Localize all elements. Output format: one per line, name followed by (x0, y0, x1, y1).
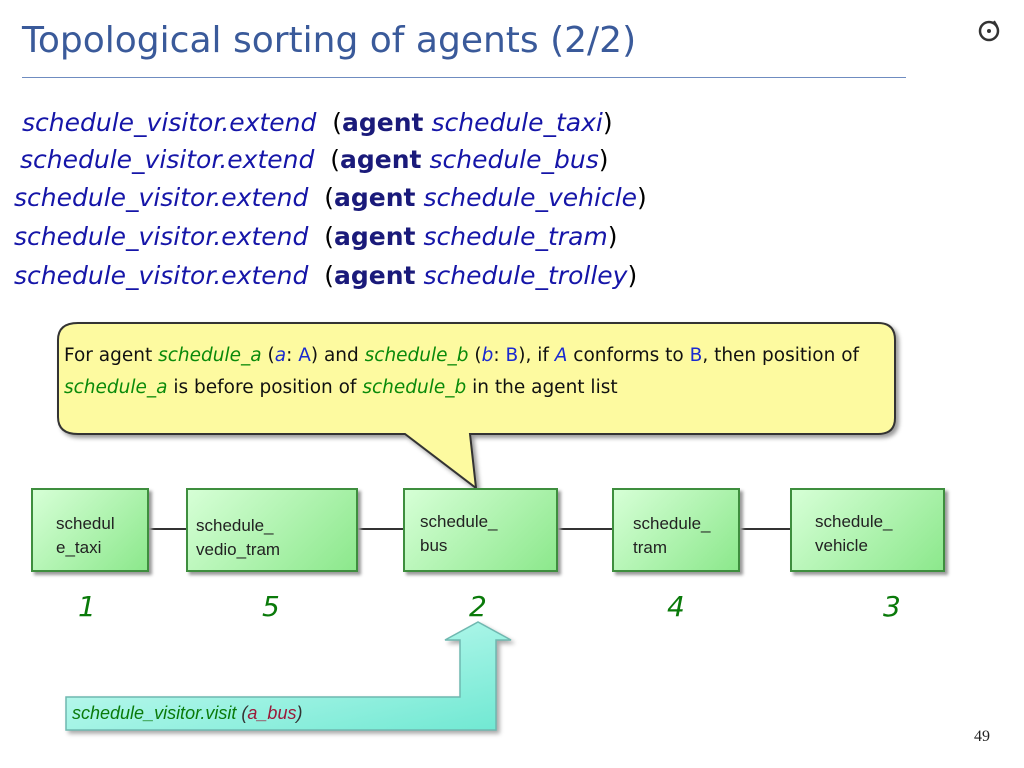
agent-list-item-label: schedule_ vehicle (815, 510, 893, 558)
agent-list-item-label: schedule_ bus (420, 510, 498, 558)
code-call: schedule_visitor.extend (20, 145, 315, 174)
code-arg: schedule_tram (423, 222, 608, 251)
callout-text: For agent schedule_a (a: A) and schedule… (64, 340, 884, 404)
agent-label-line: schedule_ (633, 514, 711, 533)
code-line-5: schedule_visitor.extend (agent schedule_… (14, 261, 637, 290)
callout-fragment: is before position of (167, 377, 363, 398)
code-paren: ( (324, 183, 335, 212)
agent-label-line: bus (420, 536, 448, 555)
callout-fragment: , then position of (702, 345, 860, 366)
code-call: schedule_visitor.extend (14, 222, 309, 251)
code-line-1: schedule_visitor.extend (agent schedule_… (22, 108, 613, 137)
code-line-4: schedule_visitor.extend (agent schedule_… (14, 222, 618, 251)
agent-list-item (186, 488, 358, 572)
visit-call: schedule_visitor.visit (72, 703, 237, 723)
code-paren: ) (598, 145, 609, 174)
code-paren: ) (627, 261, 638, 290)
callout-fragment: ), if (518, 345, 555, 366)
agent-label-line: schedule_ (420, 512, 498, 531)
agent-list-item-label: schedule_ vedio_tram (196, 514, 280, 562)
callout-agent: schedule_a (158, 345, 262, 366)
eiffel-logo-icon (978, 20, 1000, 42)
agent-list-item-label: schedul e_taxi (56, 512, 115, 560)
code-paren: ) (607, 222, 618, 251)
callout-type: B (689, 345, 703, 366)
visit-paren: ( (236, 703, 248, 723)
agent-list-item (790, 488, 945, 572)
agent-label-line: schedule_ (815, 512, 893, 531)
agent-label-line: vedio_tram (196, 540, 281, 559)
visit-arg: a_bus (247, 703, 297, 723)
agent-index: 4 (667, 590, 685, 623)
code-arg: schedule_taxi (431, 108, 603, 137)
code-line-2: schedule_visitor.extend (agent schedule_… (20, 145, 609, 174)
callout-var: a (274, 345, 287, 366)
list-connector (149, 528, 186, 530)
code-keyword: agent (334, 261, 416, 290)
code-keyword: agent (334, 183, 416, 212)
callout-fragment: : (286, 345, 299, 366)
code-keyword: agent (342, 108, 424, 137)
callout-type: B (505, 345, 519, 366)
code-arg: schedule_bus (429, 145, 599, 174)
callout-fragment: conforms to (567, 345, 690, 366)
slide-title: Topological sorting of agents (2/2) (22, 20, 637, 61)
callout-fragment: : (493, 345, 506, 366)
callout-fragment: ( (468, 345, 482, 366)
agent-index: 1 (78, 590, 96, 623)
agent-index: 5 (262, 590, 280, 623)
page-number: 49 (974, 728, 990, 745)
callout-bubble (57, 322, 896, 491)
list-connector (358, 528, 403, 530)
code-paren: ) (602, 108, 613, 137)
callout-fragment: ( (261, 345, 275, 366)
code-paren: ) (637, 183, 647, 212)
callout-type: A (298, 345, 311, 366)
callout-agent: schedule_a (64, 377, 168, 398)
list-connector (558, 528, 612, 530)
callout-agent: schedule_b (362, 377, 467, 398)
title-divider (22, 77, 906, 78)
code-line-3: schedule_visitor.extend (agent schedule_… (14, 183, 647, 212)
callout-type: A (554, 345, 568, 366)
agent-list-item-label: schedule_ tram (633, 512, 711, 560)
agent-list-item (31, 488, 149, 572)
code-arg: schedule_trolley (423, 261, 628, 290)
callout-fragment: in the agent list (466, 377, 618, 398)
agent-index: 3 (883, 590, 901, 623)
agent-label-line: vehicle (815, 536, 868, 555)
code-paren: ( (330, 145, 341, 174)
visit-call-label: schedule_visitor.visit (a_bus) (72, 703, 302, 724)
code-call: schedule_visitor.extend (14, 261, 309, 290)
up-arrow-icon (65, 621, 512, 731)
agent-label-line: tram (633, 538, 667, 557)
code-paren: ( (324, 222, 335, 251)
visit-paren: ) (296, 703, 303, 723)
agent-label-line: e_taxi (56, 538, 102, 557)
agent-list-item (612, 488, 740, 572)
list-connector (740, 528, 790, 530)
code-keyword: agent (340, 145, 422, 174)
code-keyword: agent (334, 222, 416, 251)
callout-var: b (481, 345, 494, 366)
agent-index: 2 (469, 590, 487, 623)
code-paren: ( (324, 261, 335, 290)
agent-list-item (403, 488, 558, 572)
code-paren: ( (332, 108, 343, 137)
code-arg: schedule_vehicle (423, 183, 638, 212)
agent-label-line: schedule_ (196, 516, 274, 535)
callout-fragment: ) and (310, 345, 365, 366)
agent-label-line: schedul (56, 514, 115, 533)
callout-fragment: For agent (64, 345, 159, 366)
code-call: schedule_visitor.extend (14, 183, 309, 212)
callout-agent: schedule_b (364, 345, 469, 366)
code-call: schedule_visitor.extend (22, 108, 317, 137)
